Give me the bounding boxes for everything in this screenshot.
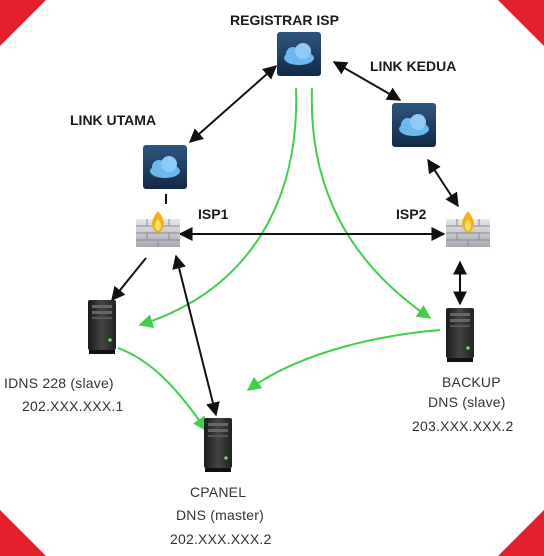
corner-decoration-bottom-right bbox=[498, 510, 544, 556]
arrow-isp1-dns-slave bbox=[111, 257, 147, 302]
dns-slave-1-ip: 202.XXX.XXX.1 bbox=[22, 398, 124, 414]
arrow-link-kedua-isp2 bbox=[427, 158, 459, 208]
firewall-icon bbox=[136, 211, 180, 247]
cloud-icon bbox=[392, 103, 436, 147]
backup-dns-ip: 203.XXX.XXX.2 bbox=[412, 418, 514, 434]
server-icon bbox=[204, 418, 232, 472]
link-utama-label: LINK UTAMA bbox=[70, 112, 157, 128]
cloud-icon bbox=[277, 32, 321, 76]
arrow-registrar-link-kedua bbox=[332, 61, 402, 101]
arrow-registrar-link-utama bbox=[188, 65, 278, 143]
corner-decoration-top-left bbox=[0, 0, 46, 46]
green-arrow-registrar-to-backup bbox=[310, 87, 432, 319]
link-kedua-label: LINK KEDUA bbox=[370, 58, 457, 74]
green-arrows bbox=[117, 87, 441, 432]
backup-dns-label: DNS (slave) bbox=[428, 394, 506, 410]
corner-decoration-bottom-left bbox=[0, 510, 46, 556]
backup-label: BACKUP bbox=[442, 374, 501, 390]
server-icon bbox=[88, 300, 116, 354]
isp2-label: ISP2 bbox=[396, 206, 427, 222]
cloud-icon bbox=[143, 145, 187, 189]
cpanel-label: CPANEL bbox=[190, 484, 247, 500]
firewall-icon bbox=[446, 211, 490, 247]
dns-slave-1-label: IDNS 228 (slave) bbox=[4, 375, 114, 391]
cpanel-ip: 202.XXX.XXX.2 bbox=[170, 531, 272, 547]
green-arrow-backup-to-cpanel bbox=[246, 329, 441, 391]
corner-decoration-top-right bbox=[498, 0, 544, 46]
black-arrows bbox=[111, 61, 467, 417]
server-icon bbox=[446, 308, 474, 362]
green-arrow-dns-slave-to-cpanel bbox=[117, 347, 207, 432]
arrow-isp1-cpanel bbox=[172, 254, 220, 417]
registrar-isp-label: REGISTRAR ISP bbox=[230, 12, 339, 28]
cpanel-dns-label: DNS (master) bbox=[176, 507, 264, 523]
isp1-label: ISP1 bbox=[198, 206, 229, 222]
